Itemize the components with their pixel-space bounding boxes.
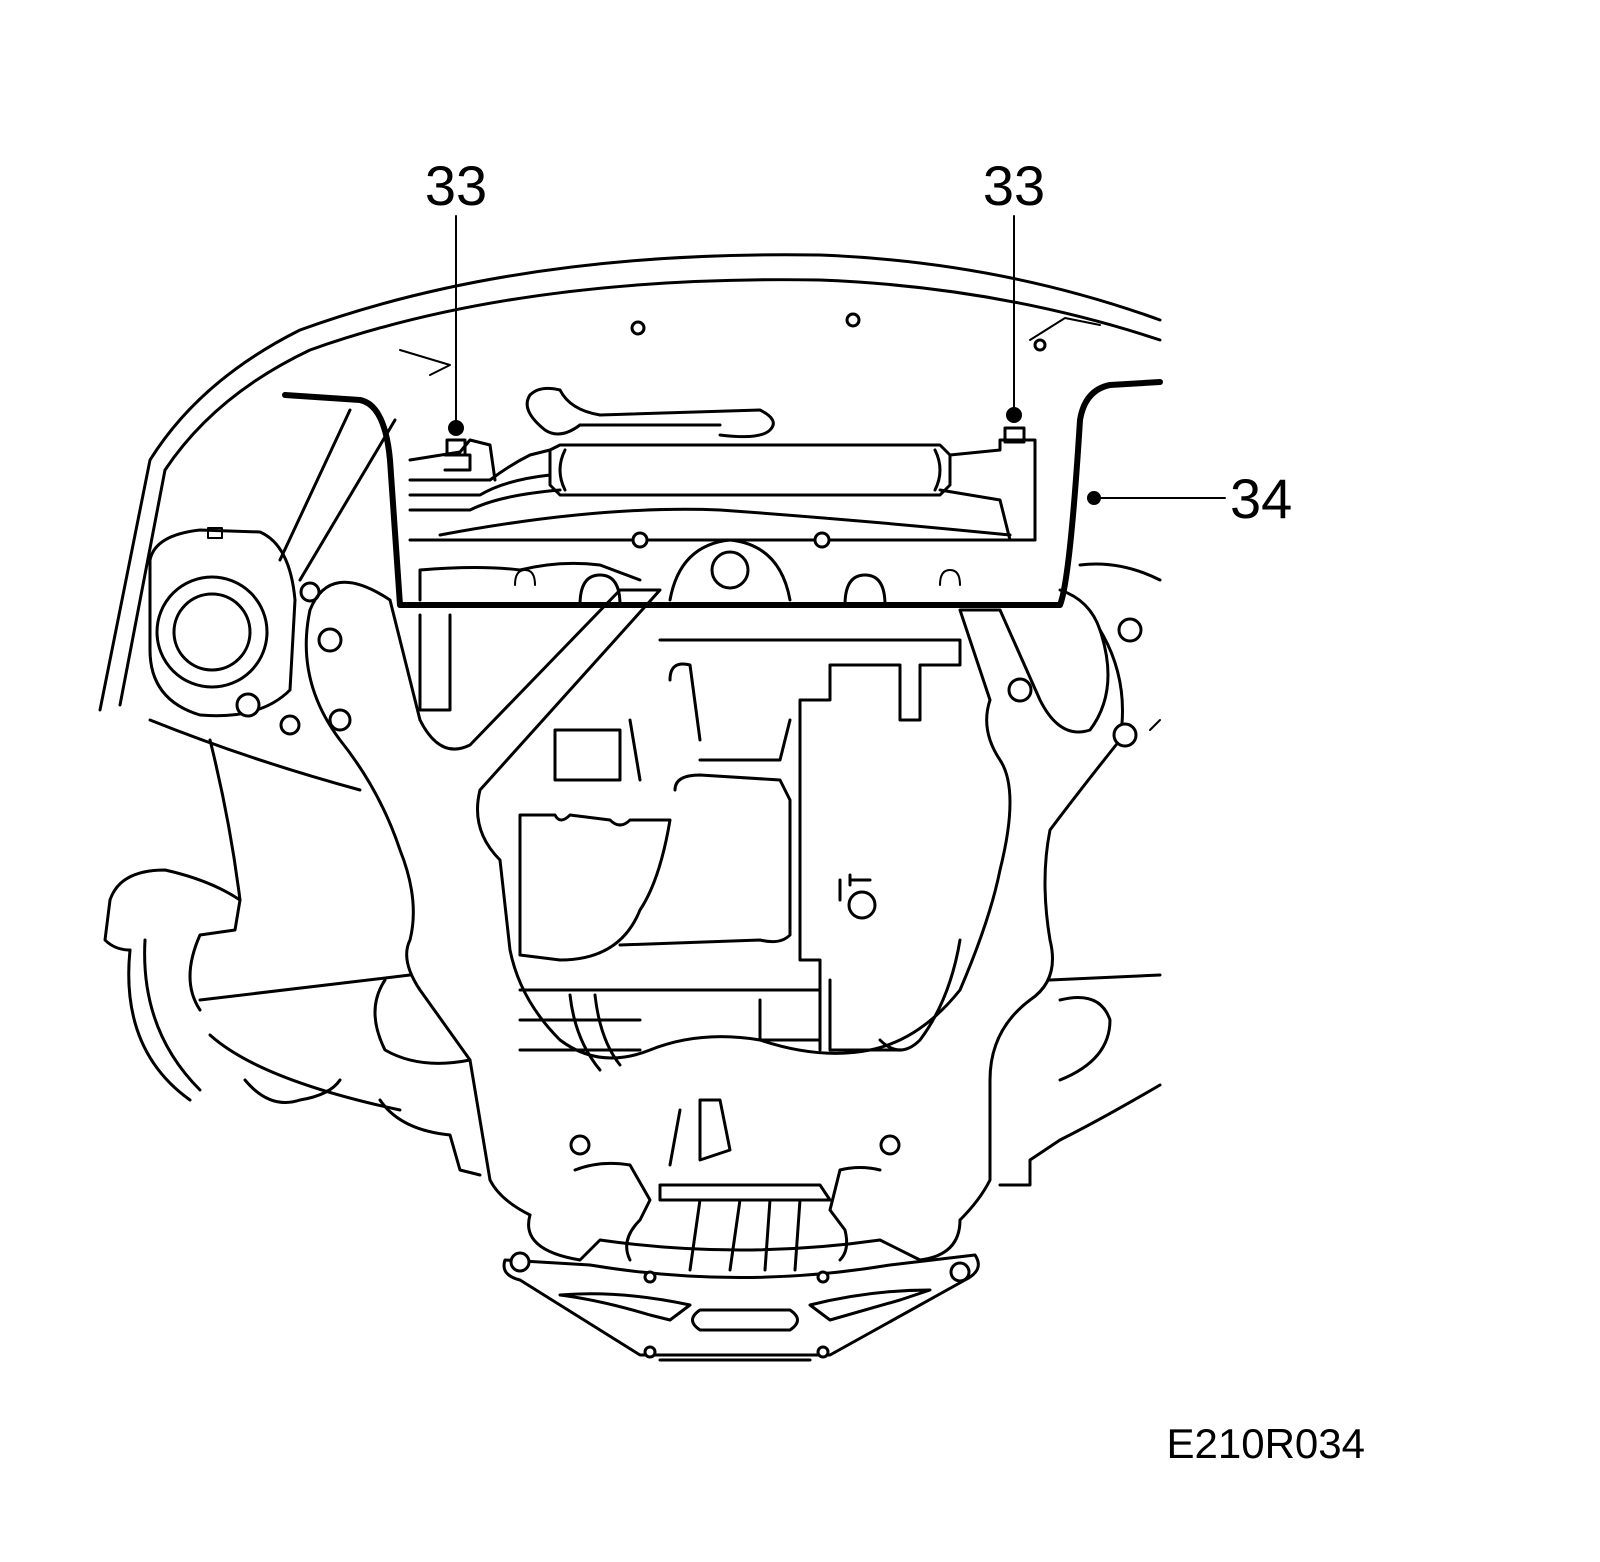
callout-33-left: 33	[425, 154, 487, 217]
bolt-left	[443, 420, 472, 472]
figure-reference: E210R034	[1167, 1420, 1366, 1467]
body-shell	[98, 253, 1162, 712]
callout-33-right: 33	[983, 154, 1045, 217]
wheel-hub-left	[148, 408, 397, 792]
leader-dot-side	[1087, 491, 1101, 505]
bolt-right	[1003, 407, 1026, 444]
oil-pan-outline	[282, 379, 1163, 608]
callout-34: 34	[1230, 467, 1292, 530]
suspension-left	[103, 738, 482, 1177]
engine-internals	[418, 613, 962, 1072]
suspension-right	[998, 562, 1162, 1187]
front-crossmember	[502, 1098, 980, 1362]
oil-pan-internals	[408, 386, 1037, 607]
subframe	[304, 580, 1143, 1222]
